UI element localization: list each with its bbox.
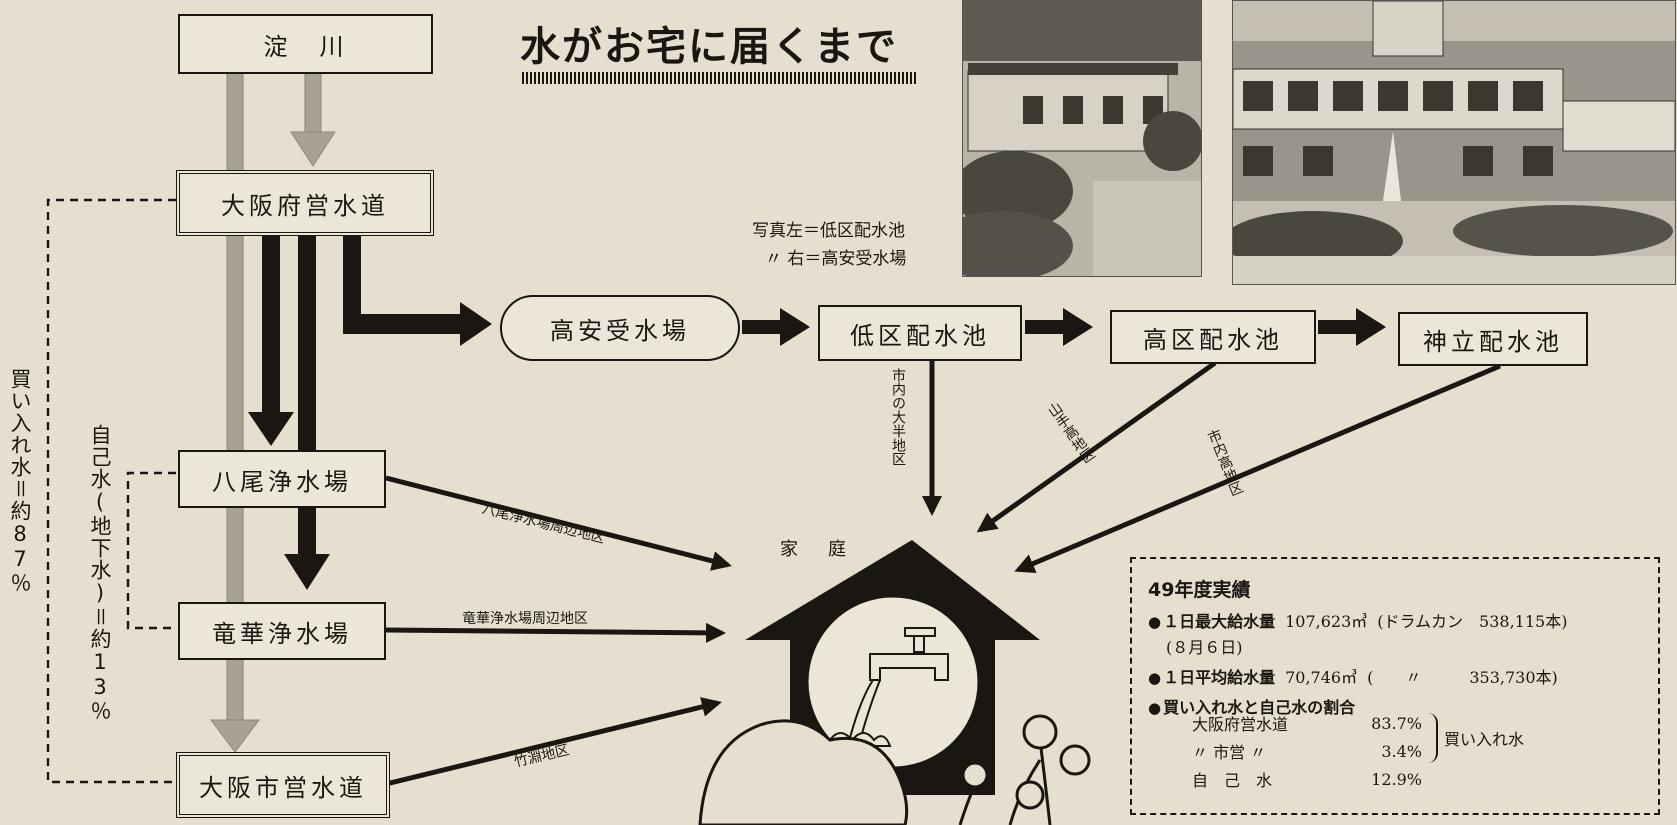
node-osaka-city-water: 大阪市営水道 bbox=[176, 752, 390, 818]
stats-max-row: ● １日最大給水量 107,623㎥ (ドラムカン 538,115本) bbox=[1148, 608, 1646, 632]
bullet-icon: ● bbox=[1148, 699, 1162, 717]
ratio-name: 自 己 水 bbox=[1192, 771, 1273, 790]
bullet-icon: ● bbox=[1148, 613, 1162, 631]
stats-avg-row: ● １日平均給水量 70,746㎥ ( 〃 353,730本) bbox=[1148, 664, 1646, 688]
photo-caption-left: 写真左＝低区配水池 bbox=[752, 221, 905, 241]
node-osaka-prefecture-water: 大阪府営水道 bbox=[176, 170, 434, 236]
stats-max-date: (８月６日) bbox=[1166, 638, 1243, 657]
prefecture-black-arrows bbox=[248, 235, 492, 590]
node-ryuge-purification: 竜華浄水場 bbox=[178, 602, 386, 660]
stats-max-date-row: (８月６日) bbox=[1148, 634, 1646, 658]
stats-panel: 49年度実績 ● １日最大給水量 107,623㎥ (ドラムカン 538,115… bbox=[1130, 557, 1660, 815]
stats-max-value: 107,623㎥ bbox=[1285, 612, 1368, 631]
stats-max-label: １日最大給水量 bbox=[1163, 612, 1276, 631]
reservoir-chain-arrows bbox=[742, 308, 1386, 346]
ratio-pct: 3.4% bbox=[1381, 741, 1422, 761]
page-title: 水がお宅に届くまで bbox=[520, 24, 898, 70]
stats-avg-note: ( 〃 353,730本) bbox=[1367, 668, 1558, 687]
ratio-pct: 83.7% bbox=[1371, 713, 1422, 733]
node-yao-purification: 八尾浄水場 bbox=[178, 450, 386, 508]
stats-ratio-label: 買い入れ水と自己水の割合 bbox=[1163, 698, 1356, 717]
stats-heading: 49年度実績 bbox=[1148, 579, 1251, 601]
title-underline bbox=[522, 72, 917, 84]
decorative-flowers bbox=[698, 714, 1091, 825]
stats-ratio-row: ● 買い入れ水と自己水の割合 bbox=[1148, 694, 1646, 718]
ratio-row: 自 己 水 12.9% bbox=[1192, 765, 1552, 793]
ratio-pct: 12.9% bbox=[1371, 769, 1422, 789]
photo-takayasu-station bbox=[1232, 0, 1676, 285]
dashed-connectors bbox=[46, 198, 176, 784]
ratio-row: 〃 市営 〃 3.4% bbox=[1192, 737, 1552, 765]
ratio-name: 大阪府営水道 bbox=[1192, 715, 1289, 734]
supply-lines bbox=[385, 360, 1501, 787]
photo-caption-right: 〃 右＝高安受水場 bbox=[765, 249, 907, 269]
stats-avg-label: １日平均給水量 bbox=[1163, 668, 1276, 687]
ratio-name: 〃 市営 〃 bbox=[1192, 743, 1267, 762]
photo-low-reservoir bbox=[962, 0, 1202, 277]
node-yodogawa: 淀 川 bbox=[178, 14, 433, 74]
route-ryuge-area: 竜華浄水場周辺地区 bbox=[462, 611, 588, 627]
node-high-reservoir: 高区配水池 bbox=[1110, 310, 1316, 364]
label-own-water: 自己水(地下水)＝約13％ bbox=[88, 424, 112, 722]
label-purchased-water: 買い入れ水＝約87％ bbox=[8, 368, 32, 594]
node-takayasu-station: 高安受水場 bbox=[500, 295, 740, 361]
purchased-brace bbox=[1426, 713, 1438, 763]
ratio-table: 大阪府営水道 83.7% 〃 市営 〃 3.4% 自 己 水 12.9% bbox=[1192, 709, 1552, 793]
node-kandachi-reservoir: 神立配水池 bbox=[1398, 312, 1588, 366]
purchased-water-label: 買い入れ水 bbox=[1444, 730, 1525, 749]
route-city-majority: 市内の大半地区 bbox=[890, 368, 906, 466]
stats-max-note: (ドラムカン 538,115本) bbox=[1377, 612, 1568, 631]
stats-avg-value: 70,746㎥ bbox=[1285, 668, 1358, 687]
home-label: 家 庭 bbox=[780, 539, 852, 560]
node-low-reservoir: 低区配水池 bbox=[818, 305, 1022, 361]
bullet-icon: ● bbox=[1148, 669, 1162, 687]
ratio-row: 大阪府営水道 83.7% bbox=[1192, 709, 1552, 737]
